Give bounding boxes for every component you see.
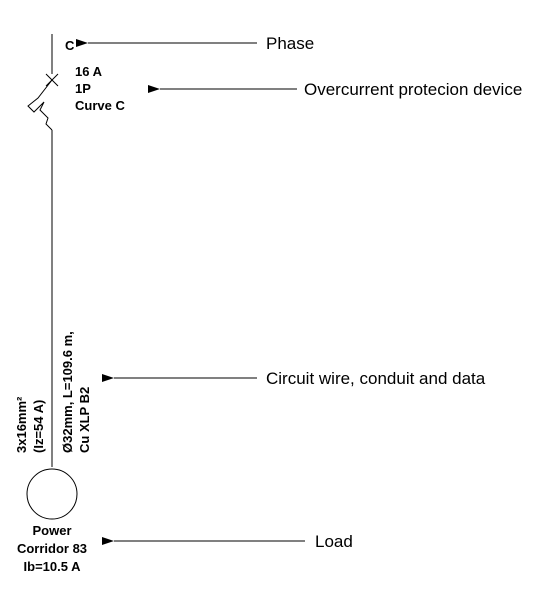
load-symbol <box>26 468 78 520</box>
device-rating: 16 A <box>75 64 103 79</box>
load-line2: Corridor 83 <box>17 541 87 556</box>
phase-code: C <box>65 38 75 53</box>
load-line3: Ib=10.5 A <box>24 559 82 574</box>
device-poles: 1P <box>75 81 91 96</box>
annotation-phase: Phase <box>266 34 314 53</box>
cable-material: Cu XLP B2 <box>77 387 92 453</box>
cable-size: 3x16mm² <box>14 396 29 453</box>
cable-conduit: Ø32mm, L=109.6 m, <box>60 331 75 453</box>
annotation-load: Load <box>315 532 353 551</box>
annotation-device: Overcurrent protecion device <box>304 80 522 99</box>
device-curve: Curve C <box>75 98 125 113</box>
load-line1: Power <box>32 523 71 538</box>
cable-iz: (Iz=54 A) <box>31 400 46 453</box>
annotation-wire: Circuit wire, conduit and data <box>266 369 486 388</box>
breaker-symbol <box>27 73 59 131</box>
